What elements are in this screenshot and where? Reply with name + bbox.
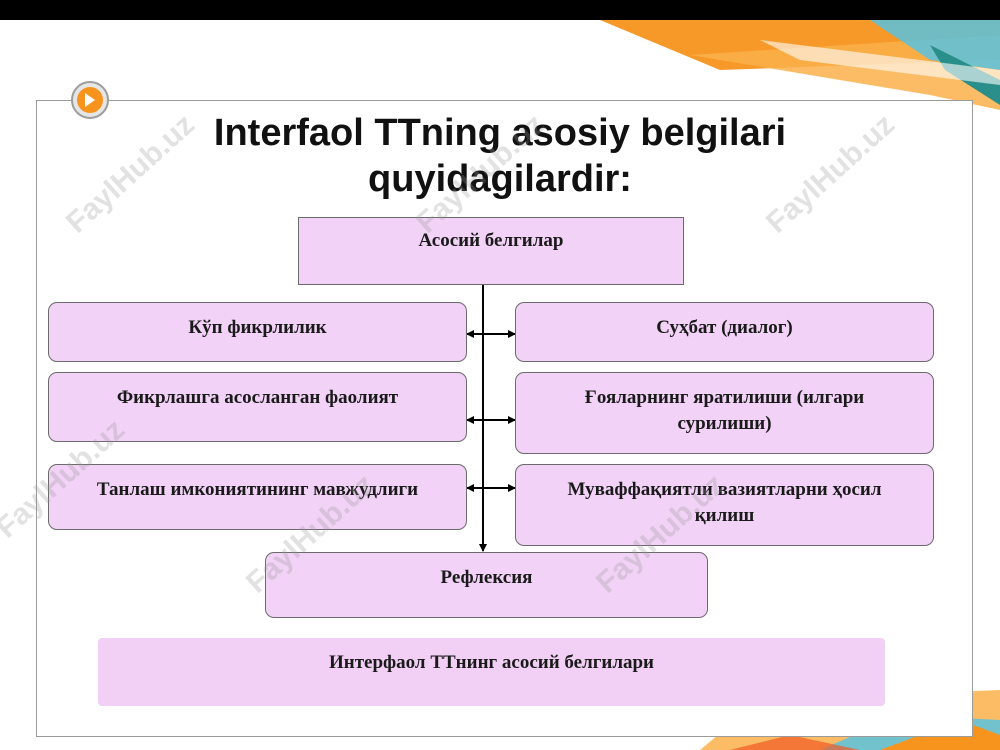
slide-title: Interfaol TTning asosiy belgilari quyida… [120, 110, 880, 202]
title-line-2: quyidagilardir: [368, 158, 632, 200]
node-right-2-label: Ғояларнинг яратилиши (илгари сурилиши) [584, 387, 865, 434]
title-line-1: Interfaol TTning asosiy belgilari [213, 112, 787, 154]
top-bar [0, 0, 1000, 20]
diagram-caption-label: Интерфаол ТТнинг асосий белгилари [328, 652, 655, 673]
node-left-3-label: Танлаш имкониятининг мавжудлиги [96, 479, 419, 500]
node-left-1: Кўп фикрлилик [48, 302, 467, 362]
node-left-2: Фикрлашга асосланган фаолият [48, 372, 467, 442]
node-left-2-label: Фикрлашга асосланган фаолият [116, 387, 399, 408]
node-bottom: Рефлексия [265, 552, 708, 618]
orange-arrow-circle-icon [71, 81, 109, 119]
node-right-1-label: Суҳбат (диалог) [656, 317, 793, 338]
node-right-3-label: Муваффақиятли вазиятларни ҳосил қилиш [567, 479, 882, 526]
node-left-3: Танлаш имкониятининг мавжудлиги [48, 464, 467, 530]
diagram-caption: Интерфаол ТТнинг асосий белгилари [98, 638, 885, 706]
node-root: Асосий белгилар [298, 217, 684, 285]
node-right-2: Ғояларнинг яратилиши (илгари сурилиши) [515, 372, 934, 454]
node-bottom-label: Рефлексия [440, 567, 533, 588]
node-right-1: Суҳбат (диалог) [515, 302, 934, 362]
node-left-1-label: Кўп фикрлилик [188, 317, 327, 338]
node-right-3: Муваффақиятли вазиятларни ҳосил қилиш [515, 464, 934, 546]
node-root-label: Асосий белгилар [418, 230, 564, 251]
